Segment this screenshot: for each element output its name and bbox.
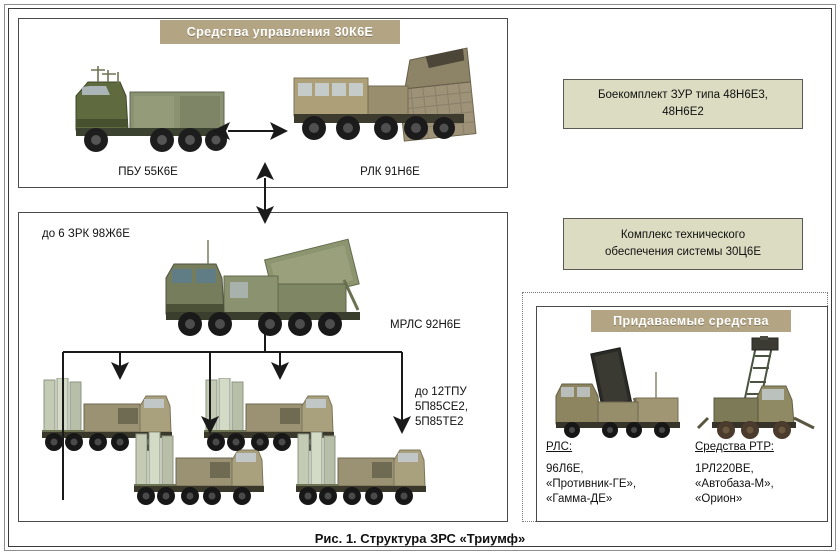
figure-caption: Рис. 1. Структура ЗРС «Триумф»: [314, 531, 526, 546]
multifunction-radar-truck-icon: [158, 232, 373, 342]
radar-complex-truck-icon: [282, 38, 482, 158]
technical-support-box: Комплекс технического обеспечения систем…: [563, 218, 803, 270]
tel-launcher-icon: [38, 378, 178, 458]
elint-mast-truck-icon: [694, 336, 824, 440]
attached-column-title-rtr: Средства РТР:: [695, 441, 774, 453]
launchers-label: до 12ТПУ 5П85СЕ2, 5П85ТЕ2: [415, 386, 469, 428]
attached-column-title-rls: РЛС:: [546, 441, 573, 453]
ammunition-box: Боекомплект ЗУР типа 48Н6Е3, 48Н6Е2: [563, 79, 803, 129]
tel-launcher-icon: [292, 432, 432, 512]
tel-launcher-icon: [130, 432, 270, 512]
mrls-label: МРЛС 92Н6Е: [390, 319, 461, 331]
mobile-radar-icon: [550, 342, 690, 438]
attached-section-header: Придаваемые средства: [591, 310, 791, 332]
attached-column-items-rls: 96Л6Е, «Противник-ГЕ», «Гамма-ДЕ»: [546, 463, 637, 505]
outer-frame-inner: [8, 8, 832, 547]
missile-section-panel: [18, 212, 508, 522]
radar-complex-label: РЛК 91Н6Е: [360, 166, 420, 178]
tel-launcher-icon: [200, 378, 340, 458]
command-post-truck-icon: [58, 62, 238, 157]
control-section-header: Средства управления 30К6Е: [160, 20, 400, 44]
zrk-unit-label: до 6 ЗРК 98Ж6Е: [42, 228, 130, 240]
attached-column-items-rtr: 1РЛ220ВЕ, «Автобаза-М», «Орион»: [695, 463, 774, 505]
outer-frame: [4, 4, 836, 551]
command-post-label: ПБУ 55К6Е: [118, 166, 178, 178]
